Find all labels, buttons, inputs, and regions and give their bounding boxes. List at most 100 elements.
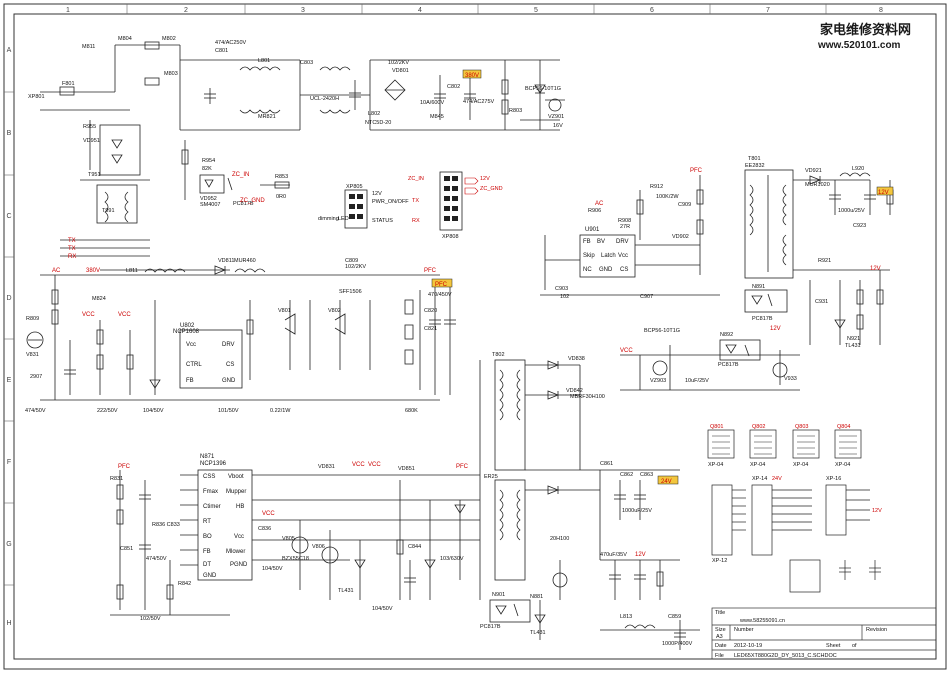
connector-xp808: XP808 ZC_IN TX RX ZC_GND 12V: [408, 171, 503, 240]
signal-vcc: VCC: [368, 462, 381, 468]
flyback-chip: U901 FB BV DRV Skip Latch Vcc NC GND CS: [583, 227, 629, 273]
signal-zc-gnd: ZC_GND: [240, 198, 265, 204]
signal-pfc: PFC: [118, 464, 131, 470]
input-connector-label: XP801: [28, 94, 45, 100]
ref-label: T991: [102, 208, 115, 214]
signal-12v: 12V: [872, 508, 882, 514]
ref-label: PC817B: [718, 362, 739, 368]
diode-label: VD851: [398, 466, 415, 472]
ref-label: C851: [120, 546, 133, 552]
ref-label: PC817B: [233, 201, 254, 207]
ref-label: 102/50V: [140, 616, 161, 622]
ref-label: C809: [345, 258, 358, 264]
pfc-signal-tags: AC 380V VCC VCC PFC PFC: [52, 268, 453, 318]
signal-vcc: VCC: [262, 511, 275, 517]
ref-label: UCL-2420H: [310, 96, 339, 102]
ref-label: L801: [258, 58, 270, 64]
connector-xp805: XP805 12V PWR_ON/OFF dimming LED STATUS: [318, 184, 409, 229]
flyback-pin: DRV: [616, 239, 629, 245]
mosfet-label: V801: [278, 308, 291, 314]
ncp1396-pin-right: Vcc: [234, 534, 244, 540]
xp04-connector: Q804 XP-04: [834, 424, 862, 468]
ncp1608-pin: CTRL: [186, 362, 202, 368]
emi-filter-section: [40, 41, 565, 257]
ncp1608-part: NCP1608: [173, 329, 200, 335]
opto-label: N881: [530, 594, 543, 600]
ref-label: R912: [650, 184, 663, 190]
ref-label: 10uF/25V: [685, 378, 709, 384]
flyback-pin: FB: [583, 239, 591, 245]
xp04-ref: Q803: [795, 424, 808, 430]
ref-label: 474/50V: [25, 408, 46, 414]
ref-label: 16V: [553, 123, 563, 129]
ref-label: VD951: [83, 138, 100, 144]
ref-label: R954: [202, 158, 215, 164]
ref-label: BZX55C18: [282, 556, 309, 562]
signal-12v: 12V: [878, 190, 889, 196]
flyback-pin: GND: [599, 267, 613, 273]
ref-label: 10A/600V: [420, 100, 444, 106]
row-label: H: [6, 620, 11, 627]
flyback-pin: Skip: [583, 253, 595, 259]
output-cap-label: C862: [620, 472, 633, 478]
ref-label: 104/50V: [143, 408, 164, 414]
ncp1396-pin-left: CSS: [203, 474, 215, 480]
xp805-ref: XP805: [346, 184, 363, 190]
ref-label: C803: [300, 60, 313, 66]
col-label: 1: [66, 7, 70, 14]
ref-label: VD952: [200, 196, 217, 202]
signal-pfc: PFC: [435, 282, 448, 288]
ref-label: C801: [215, 48, 228, 54]
ref-label: N892: [720, 332, 733, 338]
ncp1396-pin-left: DT: [203, 562, 211, 568]
cap-label: 470/450V: [428, 292, 452, 298]
llc-chip-ncp1396: N871 NCP1396 CSS Fmax Ctimer RT BO FB DT…: [200, 454, 248, 579]
ref-label: M811: [82, 44, 95, 50]
ref-label: 102: [560, 294, 569, 300]
ref-label: SFF1506: [339, 289, 362, 295]
xp04-label: XP-04: [708, 462, 723, 468]
xp808-pin: TX: [412, 198, 419, 204]
col-label: 6: [650, 7, 654, 14]
xp808-pin: 12V: [480, 176, 490, 182]
ref-label: 0R0: [276, 194, 286, 200]
ref-label: C931: [815, 299, 828, 305]
ncp1608-pin: Vcc: [186, 342, 196, 348]
xp808-pin: ZC_GND: [480, 186, 503, 192]
signal-ac: AC: [52, 268, 61, 274]
row-label: A: [7, 47, 12, 54]
ref-label: BCP56-10T1G: [644, 328, 680, 334]
ref-label: R842: [178, 581, 191, 587]
sheet-label: Sheet: [826, 643, 841, 649]
signal-vcc: VCC: [118, 312, 131, 318]
revision-label: Revision: [866, 627, 887, 633]
ref-label: R921: [818, 258, 831, 264]
size-value: A3: [716, 634, 723, 640]
ncp1396-pin-left: BO: [203, 534, 212, 540]
transformer-part: EE2832: [745, 163, 765, 169]
llc-output-labels: T802 ER25 C861 C862 C863 1000uF/25V 470u…: [480, 352, 693, 647]
ref-label: C836: [258, 526, 271, 532]
xp04-connector: Q802 XP-04: [749, 424, 777, 468]
ref-label: BCP56-10T1G: [525, 86, 561, 92]
signal-vcc: VCC: [620, 348, 633, 354]
ref-label: N921: [847, 336, 860, 342]
ncp1396-ref: N871: [200, 454, 215, 460]
ref-label: R836 C833: [152, 522, 180, 528]
date-value: 2012-10-19: [734, 643, 762, 649]
ref-label: L811: [126, 268, 138, 274]
border-markers: [4, 4, 827, 586]
ref-label: L813: [620, 614, 632, 620]
xp04-label: XP-04: [835, 462, 850, 468]
ref-label: 474/AC275V: [463, 99, 495, 105]
transformer-ref: T802: [492, 352, 505, 358]
size-label: Size: [715, 627, 726, 633]
input-tx-rx: TX TX RX ZC_IN ZC_GND: [68, 172, 265, 260]
ref-label: C802: [447, 84, 460, 90]
xp808-ref: XP808: [442, 234, 459, 240]
ncp1396-pin-right: HB: [236, 504, 244, 510]
ncp1608-pin: GND: [222, 378, 236, 384]
ref-label: L802: [368, 111, 380, 117]
ncp1396-pin-left: FB: [203, 549, 211, 555]
